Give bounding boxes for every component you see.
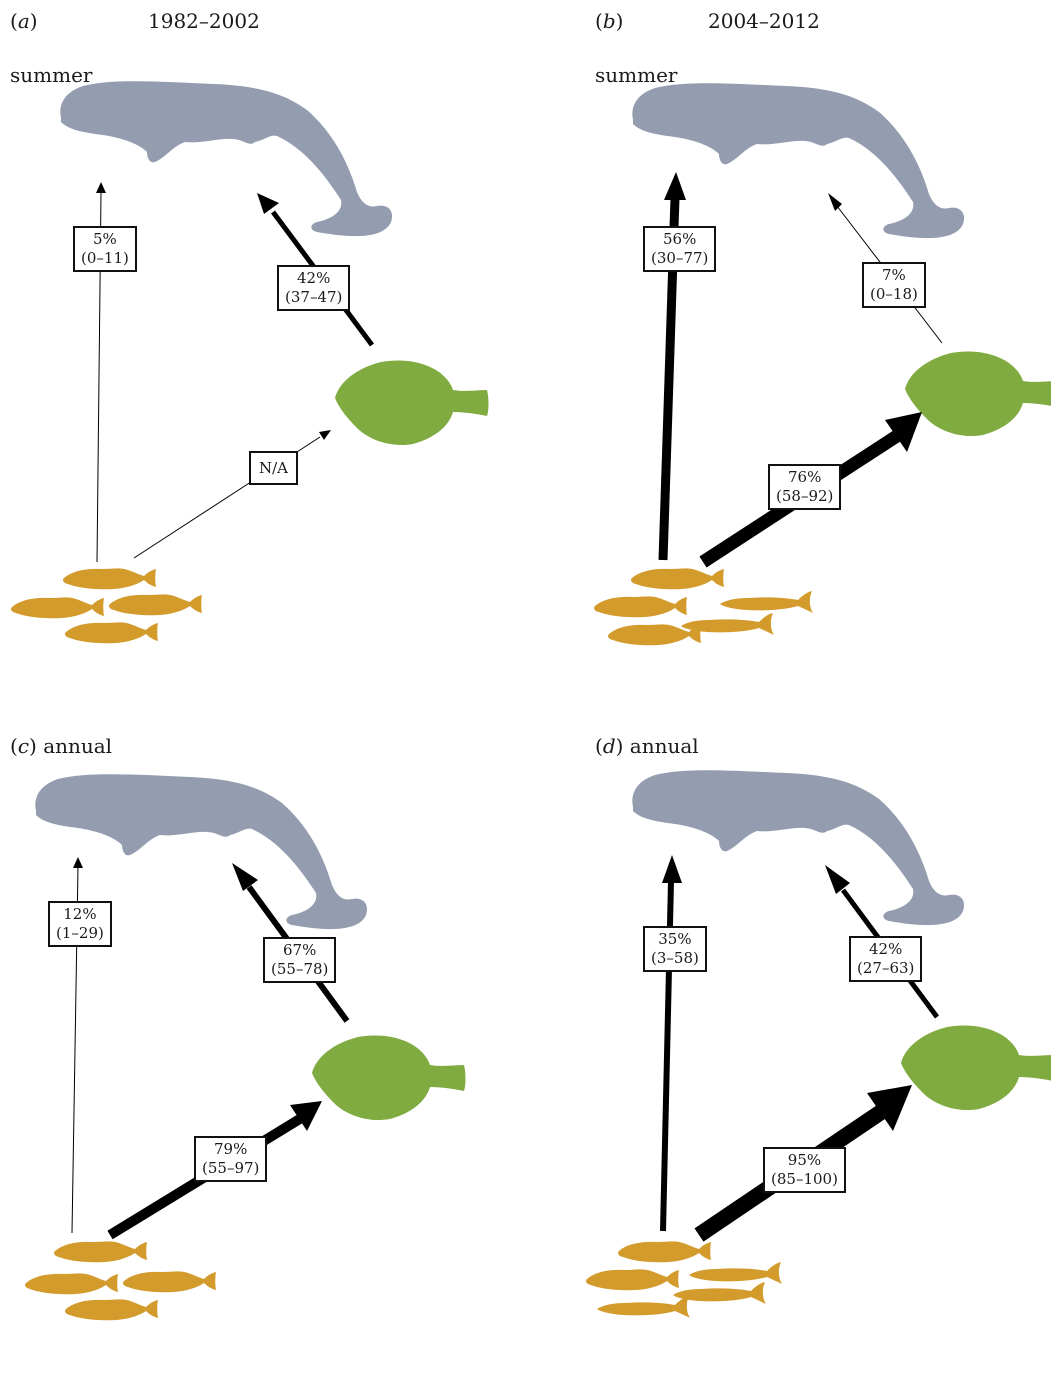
forage-fish-icon bbox=[63, 568, 156, 589]
forage-fish-icon bbox=[618, 1241, 711, 1262]
forage-fish-icon bbox=[54, 1241, 147, 1262]
panel-c-graphics bbox=[0, 733, 525, 1394]
whale-silhouette bbox=[632, 83, 964, 238]
panel-letter: (a) bbox=[10, 10, 38, 32]
label-fish-to-whale: 56% (30–77) bbox=[643, 226, 716, 272]
label-fish-to-flatfish: 76% (58–92) bbox=[768, 464, 841, 510]
arrow-head bbox=[825, 865, 850, 894]
label-fish-to-flatfish: N/A bbox=[249, 451, 298, 485]
arrow-head bbox=[96, 182, 106, 193]
flatfish-silhouette bbox=[901, 1025, 1051, 1110]
arrow-head bbox=[257, 193, 279, 214]
range-value: (3–58) bbox=[651, 949, 699, 968]
range-value: (27–63) bbox=[857, 959, 914, 978]
flatfish-silhouette bbox=[312, 1035, 466, 1120]
percent-value: 56% bbox=[651, 230, 708, 249]
arrow-head bbox=[232, 863, 258, 891]
percent-value: 79% bbox=[202, 1140, 259, 1159]
forage-fish-icon bbox=[123, 1271, 216, 1292]
range-value: (1–29) bbox=[56, 924, 104, 943]
flatfish-silhouette bbox=[905, 351, 1051, 436]
label-fish-to-whale: 12% (1–29) bbox=[48, 901, 112, 947]
arrow-head bbox=[664, 172, 686, 200]
percent-value: 95% bbox=[771, 1151, 838, 1170]
arrow-head bbox=[73, 857, 83, 868]
range-value: (0–11) bbox=[81, 249, 129, 268]
panel-a-graphics bbox=[0, 0, 525, 661]
range-value: (30–77) bbox=[651, 249, 708, 268]
arrow-head bbox=[828, 193, 842, 211]
panel-c: (c) annual 12% (1–29) 67% (55–78) 79% (5… bbox=[0, 733, 525, 1394]
forage-fish-icon bbox=[25, 1273, 118, 1294]
panel-letter: (b) bbox=[595, 10, 623, 32]
panel-d: (d) annual 35% (3–58) 42% (27–63) 95% (8… bbox=[585, 733, 1051, 1394]
percent-value: 67% bbox=[271, 941, 328, 960]
label-fish-to-whale: 35% (3–58) bbox=[643, 926, 707, 972]
forage-fish-icon bbox=[65, 622, 158, 643]
label-flatfish-to-whale: 7% (0–18) bbox=[862, 262, 926, 308]
percent-value: 5% bbox=[81, 230, 129, 249]
flatfish-silhouette bbox=[335, 360, 489, 445]
forage-fish-icon bbox=[65, 1299, 158, 1320]
season-label: summer bbox=[595, 64, 677, 86]
forage-fish-icon bbox=[689, 1262, 782, 1284]
range-value: (0–18) bbox=[870, 285, 918, 304]
label-fish-to-flatfish: 79% (55–97) bbox=[194, 1136, 267, 1182]
range-value: (55–78) bbox=[271, 960, 328, 979]
arrow-head bbox=[319, 430, 331, 440]
season-label: annual bbox=[43, 734, 112, 758]
forage-fish-icon bbox=[597, 1296, 690, 1318]
percent-value: 42% bbox=[857, 940, 914, 959]
arrow-head bbox=[662, 855, 682, 883]
label-fish-to-flatfish: 95% (85–100) bbox=[763, 1147, 846, 1193]
range-value: (58–92) bbox=[776, 487, 833, 506]
whale-silhouette bbox=[632, 770, 964, 925]
percent-value: 76% bbox=[776, 468, 833, 487]
range-value: (37–47) bbox=[285, 288, 342, 307]
panel-title: (c) annual bbox=[10, 735, 112, 757]
percent-value: 42% bbox=[285, 269, 342, 288]
season-label: summer bbox=[10, 64, 92, 86]
panel-title: (d) annual bbox=[595, 735, 699, 757]
label-flatfish-to-whale: 67% (55–78) bbox=[263, 937, 336, 983]
forage-fish-icon bbox=[109, 594, 202, 615]
period-label: 2004–2012 bbox=[708, 10, 820, 32]
panel-b-graphics bbox=[585, 0, 1051, 661]
forage-fish-icon bbox=[631, 568, 724, 589]
whale-silhouette bbox=[60, 81, 392, 236]
range-value: (85–100) bbox=[771, 1170, 838, 1189]
range-value: (55–97) bbox=[202, 1159, 259, 1178]
percent-value: 35% bbox=[651, 930, 699, 949]
label-flatfish-to-whale: 42% (27–63) bbox=[849, 936, 922, 982]
percent-value: 7% bbox=[870, 266, 918, 285]
forage-fish-icon bbox=[594, 596, 687, 617]
panel-d-graphics bbox=[585, 733, 1051, 1394]
label-flatfish-to-whale: 42% (37–47) bbox=[277, 265, 350, 311]
season-label: annual bbox=[630, 734, 699, 758]
percent-value: 12% bbox=[56, 905, 104, 924]
label-fish-to-whale: 5% (0–11) bbox=[73, 226, 137, 272]
panel-a: (a) 1982–2002 summer 5% (0–11) 42% (37–4… bbox=[0, 0, 525, 661]
period-label: 1982–2002 bbox=[148, 10, 260, 32]
forage-fish-icon bbox=[11, 597, 104, 618]
panel-b: (b) 2004–2012 summer 56% (30–77) 7% (0–1… bbox=[585, 0, 1051, 661]
forage-fish-icon bbox=[586, 1269, 679, 1290]
forage-fish-icon bbox=[720, 591, 813, 613]
